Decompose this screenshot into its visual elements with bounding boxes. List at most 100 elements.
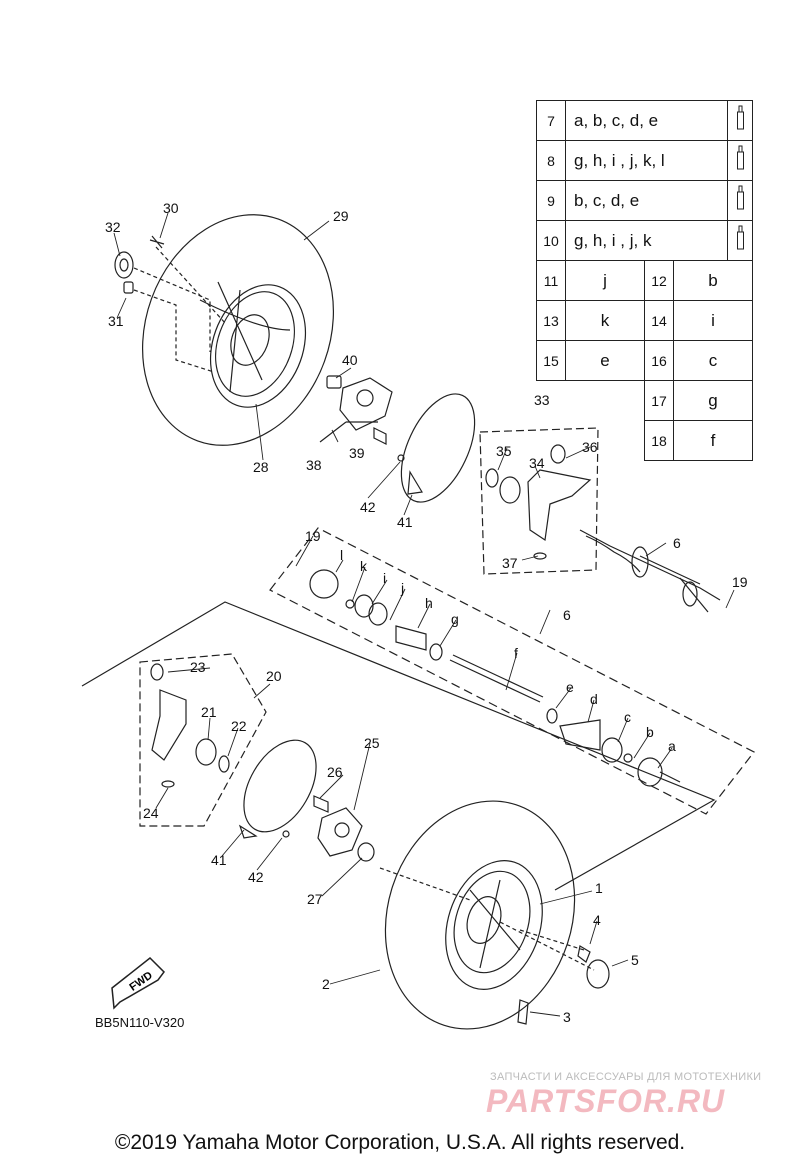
watermark-logo: PARTSFOR.RU <box>486 1083 726 1119</box>
table-row: 18 f <box>537 420 753 461</box>
callout-i: i <box>383 570 386 586</box>
rear-hub <box>319 375 393 445</box>
table-row: 7 a, b, c, d, e <box>536 100 753 141</box>
grease-tube-icon <box>727 100 753 141</box>
callout-38: 38 <box>306 457 322 473</box>
watermark-tagline: ЗАПЧАСТИ И АКСЕССУАРЫ ДЛЯ МОТОТЕХНИКИ <box>490 1071 762 1083</box>
callout-27: 27 <box>307 891 323 907</box>
rear-tire <box>141 214 335 446</box>
kit-number: 15 <box>536 340 566 381</box>
kit-number: 16 <box>644 340 674 381</box>
front-hub <box>313 795 375 862</box>
kit-number: 11 <box>536 260 566 301</box>
callout-39: 39 <box>349 445 365 461</box>
copyright-notice: ©2019 Yamaha Motor Corporation, U.S.A. A… <box>114 1131 686 1154</box>
table-row: 11 j 12 b <box>536 260 753 301</box>
callout-25: 25 <box>364 735 380 751</box>
diagram-code: BB5N110-V320 <box>95 1015 185 1030</box>
kit-number: 9 <box>536 180 566 221</box>
callout-22: 22 <box>231 718 247 734</box>
kit-number: 10 <box>536 220 566 261</box>
callout-19b: 19 <box>305 528 321 544</box>
kit-number: 17 <box>644 380 674 421</box>
kit-parts: i <box>673 300 753 341</box>
callout-24: 24 <box>143 805 159 821</box>
callout-b: b <box>646 724 654 740</box>
callout-37: 37 <box>502 555 518 571</box>
grease-tube-icon <box>727 140 753 181</box>
callout-41b: 41 <box>211 852 227 868</box>
shaft-exploded-view <box>269 527 755 815</box>
kit-parts: g, h, i , j, k, l <box>565 140 728 181</box>
front-brake-disc <box>238 739 317 839</box>
table-row: 9 b, c, d, e <box>536 180 753 221</box>
callout-h: h <box>425 595 433 611</box>
kit-number: 14 <box>644 300 674 341</box>
table-row: 17 g <box>537 380 753 421</box>
callout-33: 33 <box>534 392 550 408</box>
rear-knuckle-assembly <box>479 427 599 575</box>
callout-42b: 42 <box>248 869 264 885</box>
callout-labels: 30 32 31 29 28 40 38 39 42 41 33 35 34 3… <box>105 200 748 1025</box>
callout-6b: 6 <box>563 607 571 623</box>
callout-f: f <box>514 645 518 661</box>
kit-parts: j <box>565 260 645 301</box>
callout-d: d <box>590 691 598 707</box>
callout-34: 34 <box>529 455 545 471</box>
callout-1: 1 <box>595 880 603 896</box>
callout-32: 32 <box>105 219 121 235</box>
callout-l: l <box>340 547 343 563</box>
leader-lines <box>113 212 735 1017</box>
callout-a: a <box>668 738 676 754</box>
rear-brake-disc <box>397 393 476 503</box>
grease-tube-icon <box>727 220 753 261</box>
callout-26: 26 <box>327 764 343 780</box>
kit-parts: b, c, d, e <box>565 180 728 221</box>
callout-35: 35 <box>496 443 512 459</box>
callout-5: 5 <box>631 952 639 968</box>
table-row: 15 e 16 c <box>536 340 753 381</box>
callout-k: k <box>360 558 368 574</box>
fwd-arrow-icon <box>111 956 165 1010</box>
callout-4: 4 <box>593 912 601 928</box>
kit-contents-table: 7 a, b, c, d, e 8 g, h, i , j, k, l 9 b,… <box>536 100 753 461</box>
kit-number: 18 <box>644 420 674 461</box>
callout-30: 30 <box>163 200 179 216</box>
table-row: 8 g, h, i , j, k, l <box>536 140 753 181</box>
callout-29: 29 <box>333 208 349 224</box>
kit-number: 13 <box>536 300 566 341</box>
wheel-cap-parts <box>114 235 227 373</box>
callout-g: g <box>451 611 459 627</box>
kit-number: 12 <box>644 260 674 301</box>
front-assembly-plane <box>81 601 716 891</box>
callout-c: c <box>624 709 631 725</box>
front-tire <box>379 800 610 1030</box>
kit-number: 7 <box>536 100 566 141</box>
callout-41a: 41 <box>397 514 413 530</box>
kit-number: 8 <box>536 140 566 181</box>
kit-parts: g <box>673 380 753 421</box>
callout-6a: 6 <box>673 535 681 551</box>
kit-parts: g, h, i , j, k <box>565 220 728 261</box>
callout-28: 28 <box>253 459 269 475</box>
callout-19a: 19 <box>732 574 748 590</box>
callout-e: e <box>566 679 574 695</box>
kit-parts: a, b, c, d, e <box>565 100 728 141</box>
callout-31: 31 <box>108 313 124 329</box>
callout-40: 40 <box>342 352 358 368</box>
callout-36: 36 <box>582 439 598 455</box>
callout-3: 3 <box>563 1009 571 1025</box>
table-row: 10 g, h, i , j, k <box>536 220 753 261</box>
callout-20: 20 <box>266 668 282 684</box>
kit-parts: k <box>565 300 645 341</box>
drive-shaft-assembly <box>579 529 721 613</box>
front-knuckle-assembly <box>139 653 267 827</box>
callout-23: 23 <box>190 659 206 675</box>
kit-parts: f <box>673 420 753 461</box>
callout-21: 21 <box>201 704 217 720</box>
kit-parts: c <box>673 340 753 381</box>
kit-parts: b <box>673 260 753 301</box>
callout-j: j <box>400 580 404 596</box>
kit-parts: e <box>565 340 645 381</box>
